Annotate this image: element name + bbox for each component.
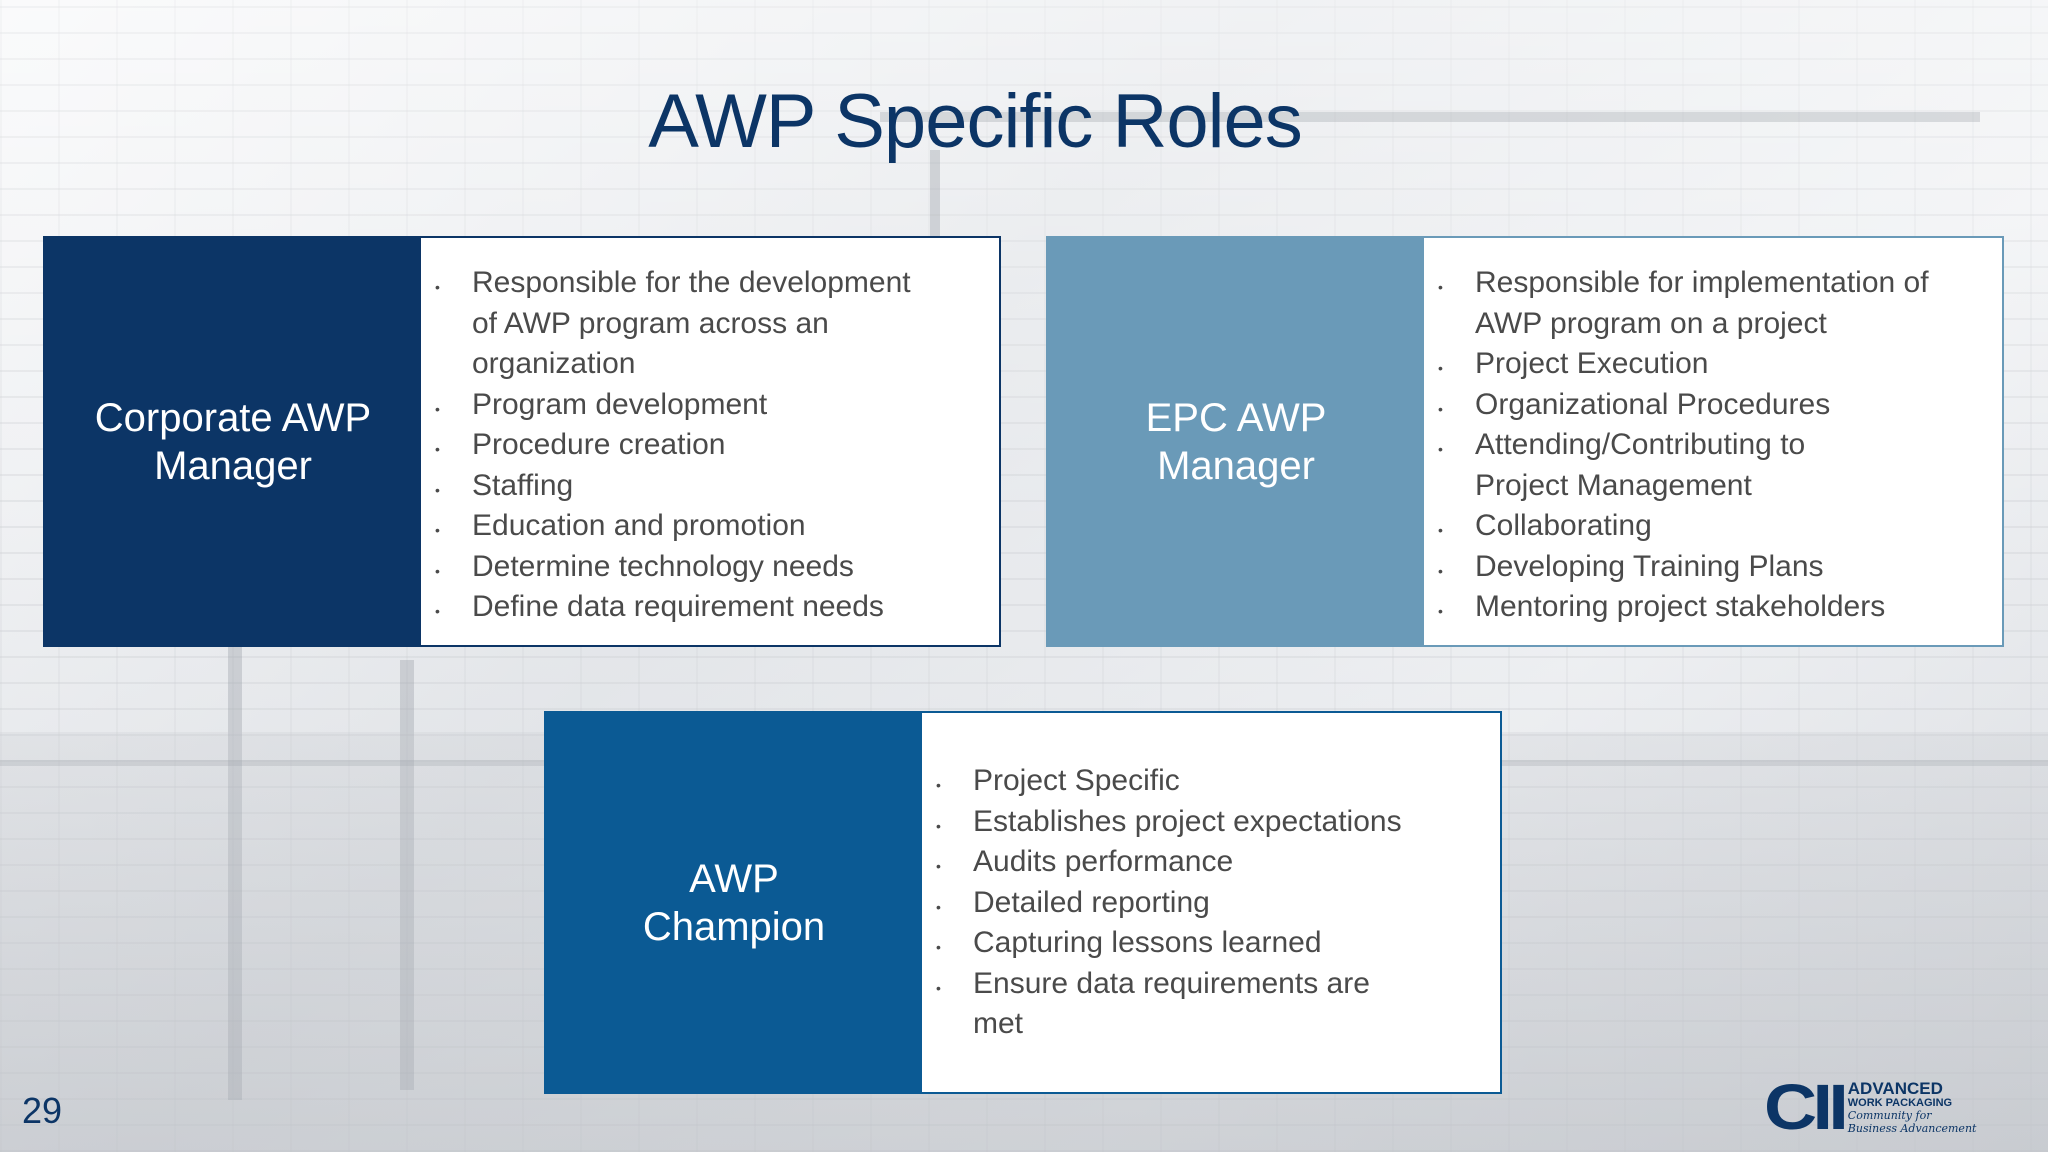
cii-awp-logo: CII ADVANCED WORK PACKAGING Community fo… — [1764, 1074, 2004, 1140]
list-item: Determine technology needs — [421, 547, 942, 591]
role-name-champion: AWP Champion — [546, 713, 922, 1092]
list-item: Organizational Procedures — [1424, 385, 1955, 429]
role-name-corporate: Corporate AWP Manager — [45, 238, 421, 645]
logo-text-advanced: ADVANCED — [1847, 1078, 1943, 1098]
logo-text-work-packaging: WORK PACKAGING — [1847, 1096, 1953, 1109]
role-name-line: Manager — [154, 443, 312, 488]
list-item: Collaborating — [1424, 506, 1955, 550]
role-name-line: Champion — [642, 904, 826, 949]
list-item: Responsible for implementation of AWP pr… — [1424, 263, 1955, 344]
list-item: Capturing lessons learned — [922, 923, 1413, 967]
list-item: Developing Training Plans — [1424, 547, 1955, 591]
role-card-awp-champion: AWP Champion Project Specific Establishe… — [544, 711, 1502, 1094]
list-item: Establishes project expectations — [922, 802, 1413, 846]
list-item: Program development — [421, 385, 942, 429]
page-number: 29 — [22, 1090, 63, 1131]
responsibility-list: Responsible for implementation of AWP pr… — [1424, 238, 1955, 645]
list-item: Audits performance — [922, 842, 1413, 886]
list-item: Responsible for the development of AWP p… — [421, 263, 942, 385]
role-name-line: Corporate AWP — [94, 395, 372, 440]
list-item: Attending/Contributing to Project Manage… — [1424, 425, 1855, 506]
role-name-line: EPC AWP — [1145, 395, 1327, 440]
logo-tagline-1: Community for — [1847, 1108, 1932, 1122]
role-name-line: Manager — [1157, 443, 1315, 488]
list-item: Mentoring project stakeholders — [1424, 587, 1955, 631]
role-card-epc-awp-manager: EPC AWP Manager Responsible for implemen… — [1046, 236, 2004, 647]
list-item: Define data requirement needs — [421, 587, 942, 631]
list-item: Staffing — [421, 466, 942, 510]
list-item: Project Execution — [1424, 344, 1955, 388]
list-item: Education and promotion — [421, 506, 942, 550]
list-item: Procedure creation — [421, 425, 942, 469]
responsibility-list: Responsible for the development of AWP p… — [421, 238, 942, 645]
responsibility-list: Project Specific Establishes project exp… — [922, 713, 1413, 1092]
role-name-epc: EPC AWP Manager — [1048, 238, 1424, 645]
role-card-corporate-awp-manager: Corporate AWP Manager Responsible for th… — [43, 236, 1001, 647]
cii-logo-mark: CII — [1764, 1071, 1849, 1143]
slide-title: AWP Specific Roles — [648, 79, 1303, 164]
logo-tagline-2: Business Advancement — [1847, 1121, 1977, 1135]
list-item: Detailed reporting — [922, 883, 1413, 927]
list-item: Project Specific — [922, 761, 1413, 805]
list-item: Ensure data requirements are met — [922, 964, 1413, 1045]
role-name-line: AWP — [689, 856, 779, 901]
